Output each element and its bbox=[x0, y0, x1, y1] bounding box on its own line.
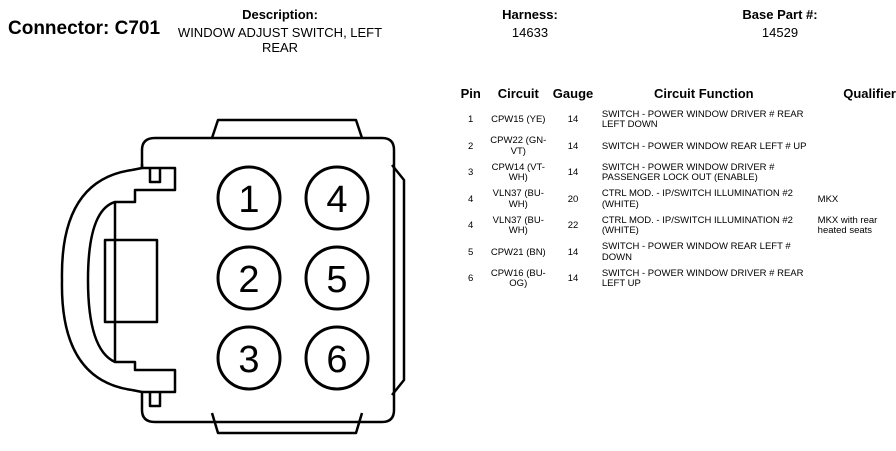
circuit-column-header: Circuit bbox=[497, 86, 539, 101]
pin-number-label: 5 bbox=[326, 259, 347, 301]
pin-cell: 6 bbox=[468, 273, 474, 284]
table-row: 3 CPW14 (VT-WH) 14 SWITCH - POWER WINDOW… bbox=[455, 160, 896, 187]
pin-cell: 4 bbox=[468, 193, 474, 205]
pin-cavity-4 bbox=[304, 165, 370, 231]
table-row: 2 CPW22 (GN-VT) 14 SWITCH - POWER WINDOW… bbox=[455, 134, 896, 161]
circuit-cell: CPW22 (GN-VT) bbox=[490, 135, 547, 157]
gauge-cell: 20 bbox=[567, 193, 579, 205]
function-cell: CTRL MOD. - IP/SWITCH ILLUMINATION #2 (W… bbox=[601, 214, 793, 237]
function-cell: SWITCH - POWER WINDOW REAR LEFT # DOWN bbox=[601, 241, 791, 263]
qualifier-column-header: Qualifier bbox=[843, 86, 896, 101]
pin-number-label: 1 bbox=[238, 179, 259, 221]
function-cell: SWITCH - POWER WINDOW DRIVER # PASSENGER… bbox=[601, 161, 775, 184]
qualifier-cell bbox=[812, 107, 896, 134]
gauge-cell: 14 bbox=[567, 273, 579, 284]
function-column-header: Circuit Function bbox=[653, 86, 754, 101]
pin-cell: 4 bbox=[468, 220, 474, 231]
circuit-cell: CPW15 (YE) bbox=[491, 114, 546, 125]
function-cell: CTRL MOD. - IP/SWITCH ILLUMINATION #2 (W… bbox=[601, 188, 793, 210]
pin-number-label: 6 bbox=[326, 339, 347, 381]
function-cell: SWITCH - POWER WINDOW DRIVER # REAR LEFT… bbox=[601, 267, 804, 290]
pin-number-label: 2 bbox=[238, 259, 259, 301]
table-header-row: Pin Circuit Gauge Circuit Function Quali… bbox=[455, 86, 896, 107]
pinout-table: Pin Circuit Gauge Circuit Function Quali… bbox=[455, 86, 896, 293]
function-cell: SWITCH - POWER WINDOW REAR LEFT # UP bbox=[601, 140, 807, 152]
connector-title: Connector: C701 bbox=[8, 18, 161, 39]
pin-cavity-1 bbox=[216, 165, 282, 231]
circuit-cell: CPW16 (BU-OG) bbox=[490, 267, 546, 290]
qualifier-cell bbox=[812, 160, 896, 187]
pin-number-label: 3 bbox=[238, 339, 259, 381]
description-value: WINDOW ADJUST SWITCH, LEFT REAR bbox=[177, 25, 383, 55]
qualifier-cell: MKX bbox=[817, 193, 839, 205]
pin-number-label: 4 bbox=[326, 179, 347, 221]
pin-column-header: Pin bbox=[460, 86, 481, 101]
gauge-cell: 14 bbox=[567, 114, 579, 125]
pin-cavity-5 bbox=[304, 245, 370, 311]
circuit-cell: VLN37 (BU-WH) bbox=[492, 214, 544, 237]
connector-face-diagram: 1 4 2 5 3 6 bbox=[60, 118, 406, 435]
table-row: 1 CPW15 (YE) 14 SWITCH - POWER WINDOW DR… bbox=[455, 107, 896, 134]
circuit-cell: VLN37 (BU-WH) bbox=[492, 188, 544, 210]
base-part-value: 14529 bbox=[761, 25, 799, 40]
table-row: 4 VLN37 (BU-WH) 22 CTRL MOD. - IP/SWITCH… bbox=[455, 213, 896, 240]
qualifier-cell bbox=[812, 240, 896, 267]
table-row: 4 VLN37 (BU-WH) 20 CTRL MOD. - IP/SWITCH… bbox=[455, 187, 896, 214]
qualifier-cell bbox=[812, 134, 896, 161]
pin-cell: 2 bbox=[468, 140, 474, 152]
table-row: 6 CPW16 (BU-OG) 14 SWITCH - POWER WINDOW… bbox=[455, 266, 896, 293]
base-part-label: Base Part #: bbox=[742, 7, 818, 22]
circuit-cell: CPW14 (VT-WH) bbox=[491, 161, 545, 184]
qualifier-cell: MKX with rear heated seats bbox=[817, 214, 878, 237]
gauge-cell: 22 bbox=[567, 220, 579, 231]
pin-cell: 5 bbox=[468, 246, 474, 258]
pin-cell: 1 bbox=[468, 114, 474, 125]
gauge-cell: 14 bbox=[567, 246, 579, 258]
circuit-cell: CPW21 (BN) bbox=[490, 246, 546, 258]
pin-cavity-6 bbox=[304, 325, 370, 391]
pin-cavity-3 bbox=[216, 325, 282, 391]
description-label: Description: bbox=[242, 7, 318, 22]
function-cell: SWITCH - POWER WINDOW DRIVER # REAR LEFT… bbox=[601, 108, 804, 131]
gauge-column-header: Gauge bbox=[552, 86, 594, 101]
pin-cavity-2 bbox=[216, 245, 282, 311]
pin-cell: 3 bbox=[468, 167, 474, 178]
table-row: 5 CPW21 (BN) 14 SWITCH - POWER WINDOW RE… bbox=[455, 240, 896, 267]
harness-value: 14633 bbox=[511, 25, 549, 40]
gauge-cell: 14 bbox=[567, 167, 579, 178]
gauge-cell: 14 bbox=[567, 140, 579, 152]
harness-label: Harness: bbox=[502, 7, 558, 22]
qualifier-cell bbox=[812, 266, 896, 293]
